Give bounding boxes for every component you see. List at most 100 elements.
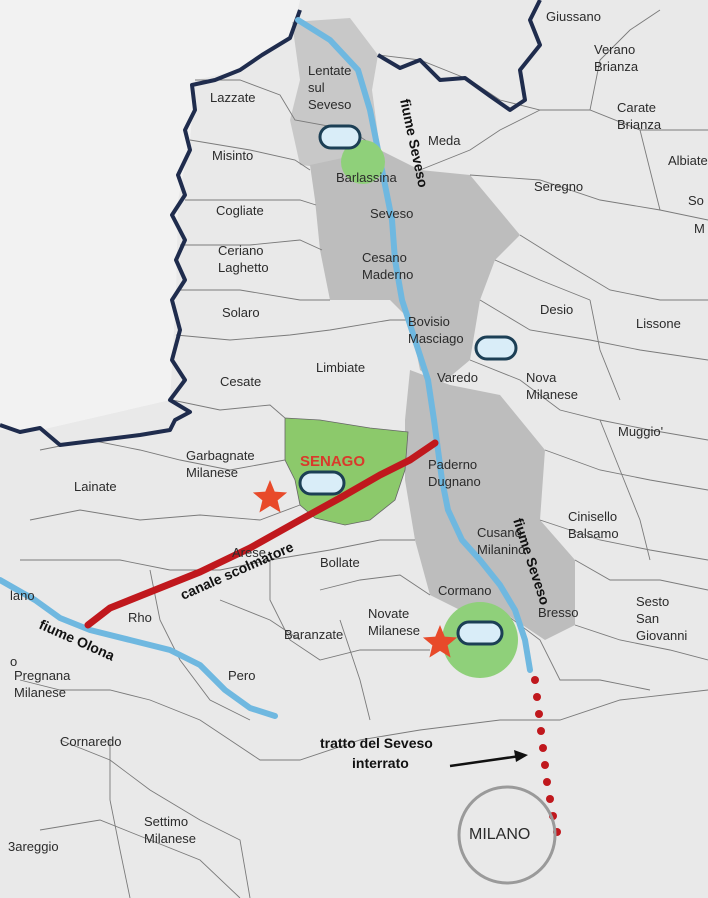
town-label-line: Brianza	[617, 117, 662, 132]
town-albiate: Albiate	[668, 153, 708, 168]
town-misinto: Misinto	[212, 148, 253, 163]
town-label-line: Seregno	[534, 179, 583, 194]
tratto-label-line1: tratto del Seveso	[320, 735, 433, 751]
town-muggio: Muggio'	[618, 424, 663, 439]
arrow-indicator	[449, 750, 528, 768]
town-label-line: Cormano	[438, 583, 491, 598]
underground-dot	[535, 710, 543, 718]
town-label-line: Cusano	[477, 525, 522, 540]
town-label-line: Lissone	[636, 316, 681, 331]
town-label-line: Muggio'	[618, 424, 663, 439]
basin-area-small	[341, 140, 385, 184]
town-label-line: Masciago	[408, 331, 464, 346]
town-cormano: Cormano	[438, 583, 491, 598]
province-border	[0, 9, 302, 447]
town-cornaredo: Cornaredo	[60, 734, 121, 749]
town-label-line: Sesto	[636, 594, 669, 609]
town-label-line: Pregnana	[14, 668, 71, 683]
town-label-line: Solaro	[222, 305, 260, 320]
town-label-line: Balsamo	[568, 526, 619, 541]
town-o: o	[10, 654, 17, 669]
town-m: M	[694, 221, 705, 236]
star-marker-novate	[422, 625, 458, 658]
town-cogliate: Cogliate	[216, 203, 264, 218]
town-pero: Pero	[228, 668, 255, 683]
town-label-line: Milanese	[144, 831, 196, 846]
senago-area	[284, 417, 409, 526]
seveso-basin-middle	[310, 150, 520, 385]
town-bareggio: 3areggio	[8, 839, 59, 854]
town-label-line: Bovisio	[408, 314, 450, 329]
town-label-line: Pero	[228, 668, 255, 683]
town-label-line: sul	[308, 80, 325, 95]
town-lazzate: Lazzate	[210, 90, 256, 105]
town-rho: Rho	[128, 610, 152, 625]
town-label-line: Settimo	[144, 814, 188, 829]
town-lano: lano	[10, 588, 35, 603]
town-label-line: Cogliate	[216, 203, 264, 218]
tratto-label-line2: interrato	[352, 755, 409, 771]
town-label-line: Dugnano	[428, 474, 481, 489]
town-label-line: Limbiate	[316, 360, 365, 375]
underground-dot	[533, 693, 541, 701]
river-seveso	[295, 17, 533, 673]
town-label-line: Seveso	[308, 97, 351, 112]
town-label-line: Baranzate	[284, 627, 343, 642]
town-lissone: Lissone	[636, 316, 681, 331]
town-label-line: Bollate	[320, 555, 360, 570]
town-label-line: Maderno	[362, 267, 413, 282]
underground-dot	[539, 744, 547, 752]
basin-marker-senago[interactable]	[298, 470, 346, 496]
town-seveso: Seveso	[370, 206, 413, 221]
underground-dot	[546, 795, 554, 803]
town-label-line: So	[688, 193, 704, 208]
town-label-line: Misinto	[212, 148, 253, 163]
underground-dot	[543, 778, 551, 786]
town-label-line: Varedo	[437, 370, 478, 385]
milano-label: MILANO	[469, 826, 530, 843]
town-label-line: Lentate	[308, 63, 351, 78]
basin-marker-bresso[interactable]	[456, 620, 504, 646]
basin-marker-varedo[interactable]	[474, 335, 518, 361]
town-arese: Arese	[232, 545, 266, 560]
town-label-line: Albiate	[668, 153, 708, 168]
river-olona	[0, 577, 278, 719]
town-label-line: M	[694, 221, 705, 236]
town-label-line: Carate	[617, 100, 656, 115]
town-solaro: Solaro	[222, 305, 260, 320]
town-label-line: Seveso	[370, 206, 413, 221]
town-label-line: Giovanni	[636, 628, 687, 643]
town-giussano: Giussano	[546, 9, 601, 24]
town-cesate: Cesate	[220, 374, 261, 389]
town-label-line: Cesano	[362, 250, 407, 265]
town-label-line: Paderno	[428, 457, 477, 472]
town-label-line: 3areggio	[8, 839, 59, 854]
town-label-line: Ceriano	[218, 243, 264, 258]
town-label-line: Arese	[232, 545, 266, 560]
town-label-line: San	[636, 611, 659, 626]
town-label-line: Cesate	[220, 374, 261, 389]
outside-province-area	[0, 0, 300, 430]
town-barlassina: Barlassina	[336, 170, 397, 185]
town-label-line: Giussano	[546, 9, 601, 24]
town-label-line: Barlassina	[336, 170, 397, 185]
town-lainate: Lainate	[74, 479, 117, 494]
town-label-line: Milanese	[526, 387, 578, 402]
town-seregno: Seregno	[534, 179, 583, 194]
town-baranzate: Baranzate	[284, 627, 343, 642]
canale-scolmatore-line	[84, 439, 439, 629]
basin-marker-lentate[interactable]	[318, 124, 362, 150]
town-label-line: Milanese	[186, 465, 238, 480]
